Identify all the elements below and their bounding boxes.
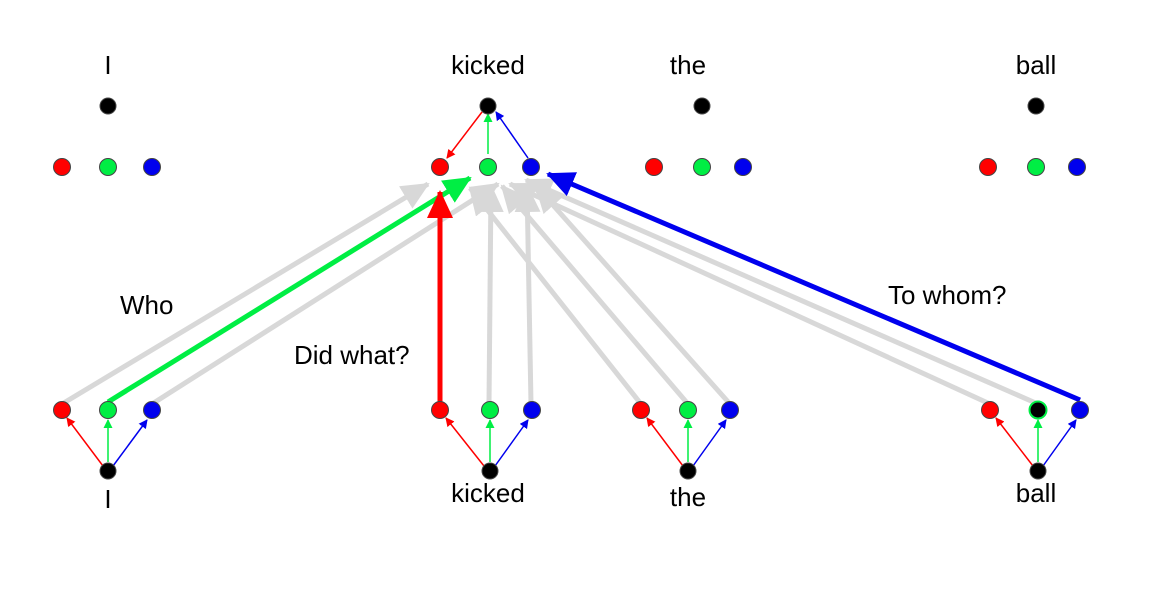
node-green — [693, 158, 711, 176]
node-red — [431, 401, 449, 419]
question-who: Who — [120, 290, 173, 320]
node-red — [979, 158, 997, 176]
node-green — [1028, 400, 1048, 420]
gray-arrow-i-red — [60, 181, 430, 407]
top-cluster-ball — [979, 97, 1086, 176]
node-blue — [522, 158, 540, 176]
bottom-connectors — [66, 417, 1077, 467]
gray-arrow-ball-green — [524, 177, 1040, 407]
top-cluster-kicked — [431, 97, 540, 176]
node-black — [479, 97, 497, 115]
top-cluster-i — [53, 97, 161, 176]
node-blue — [143, 158, 161, 176]
node-blue — [734, 158, 752, 176]
gray-arrow-i-blue — [150, 181, 500, 407]
bottom-cluster-kicked — [431, 401, 541, 480]
top-word-the: the — [670, 50, 706, 80]
node-green — [99, 158, 117, 176]
gray-arrow-the-green — [500, 184, 690, 406]
gray-arrow-kicked-green — [477, 184, 504, 405]
bottom-cluster-the — [632, 401, 739, 480]
gray-arrow-the-blue — [534, 184, 732, 406]
node-red — [981, 401, 999, 419]
node-black — [481, 462, 499, 480]
bottom-cluster-i — [53, 401, 161, 480]
gray-attention-arrows — [60, 177, 1040, 407]
node-black — [1027, 97, 1045, 115]
node-red — [645, 158, 663, 176]
node-black — [693, 97, 711, 115]
blue-attention-arrow-to-whom — [546, 171, 1081, 403]
node-green — [479, 158, 497, 176]
node-blue — [143, 401, 161, 419]
top-word-i: I — [104, 50, 111, 80]
node-red — [53, 401, 71, 419]
node-red — [53, 158, 71, 176]
bottom-cluster-ball — [981, 400, 1089, 480]
gray-arrow-kicked-blue — [514, 184, 541, 405]
node-blue — [1071, 401, 1089, 419]
bottom-word-ball: ball — [1016, 478, 1056, 508]
node-green — [481, 401, 499, 419]
node-blue — [523, 401, 541, 419]
node-green — [679, 401, 697, 419]
top-word-kicked: kicked — [451, 50, 525, 80]
node-black — [679, 462, 697, 480]
node-green — [99, 401, 117, 419]
bottom-word-the: the — [670, 482, 706, 512]
node-blue — [1068, 158, 1086, 176]
node-red — [431, 158, 449, 176]
gray-arrow-ball-red — [508, 181, 992, 407]
top-word-ball: ball — [1016, 50, 1056, 80]
gray-arrow-the-red — [468, 186, 643, 406]
question-did-what: Did what? — [294, 340, 410, 370]
node-black — [1029, 462, 1047, 480]
node-green — [1027, 158, 1045, 176]
node-black — [99, 97, 117, 115]
bottom-word-i: I — [104, 484, 111, 514]
top-cluster-the — [645, 97, 752, 176]
node-blue — [721, 401, 739, 419]
question-to-whom: To whom? — [888, 280, 1007, 310]
node-black — [99, 462, 117, 480]
top-kicked-connectors — [446, 111, 529, 159]
bottom-word-kicked: kicked — [451, 478, 525, 508]
node-red — [632, 401, 650, 419]
green-attention-arrow-who — [106, 175, 472, 405]
